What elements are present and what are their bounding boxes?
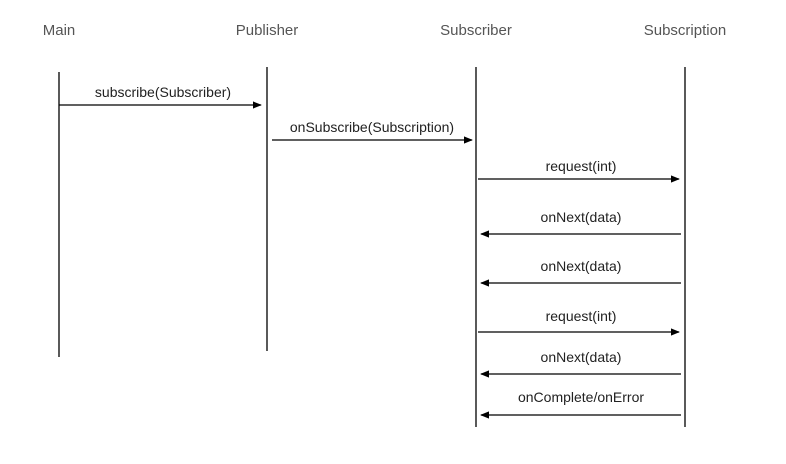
message-label-on-subscribe: onSubscribe(Subscription) <box>290 119 454 135</box>
message-label-request-2: request(int) <box>546 308 617 324</box>
message-label-on-next-3: onNext(data) <box>541 349 622 365</box>
message-label-on-next-2: onNext(data) <box>541 258 622 274</box>
message-label-on-complete: onComplete/onError <box>518 389 644 405</box>
participant-title-main: Main <box>43 22 76 39</box>
message-label-subscribe: subscribe(Subscriber) <box>95 84 231 100</box>
message-label-on-next-1: onNext(data) <box>541 209 622 225</box>
participant-title-subscriber: Subscriber <box>440 22 512 39</box>
participant-title-subscription: Subscription <box>644 22 727 39</box>
message-label-request-1: request(int) <box>546 158 617 174</box>
participant-title-publisher: Publisher <box>236 22 299 39</box>
